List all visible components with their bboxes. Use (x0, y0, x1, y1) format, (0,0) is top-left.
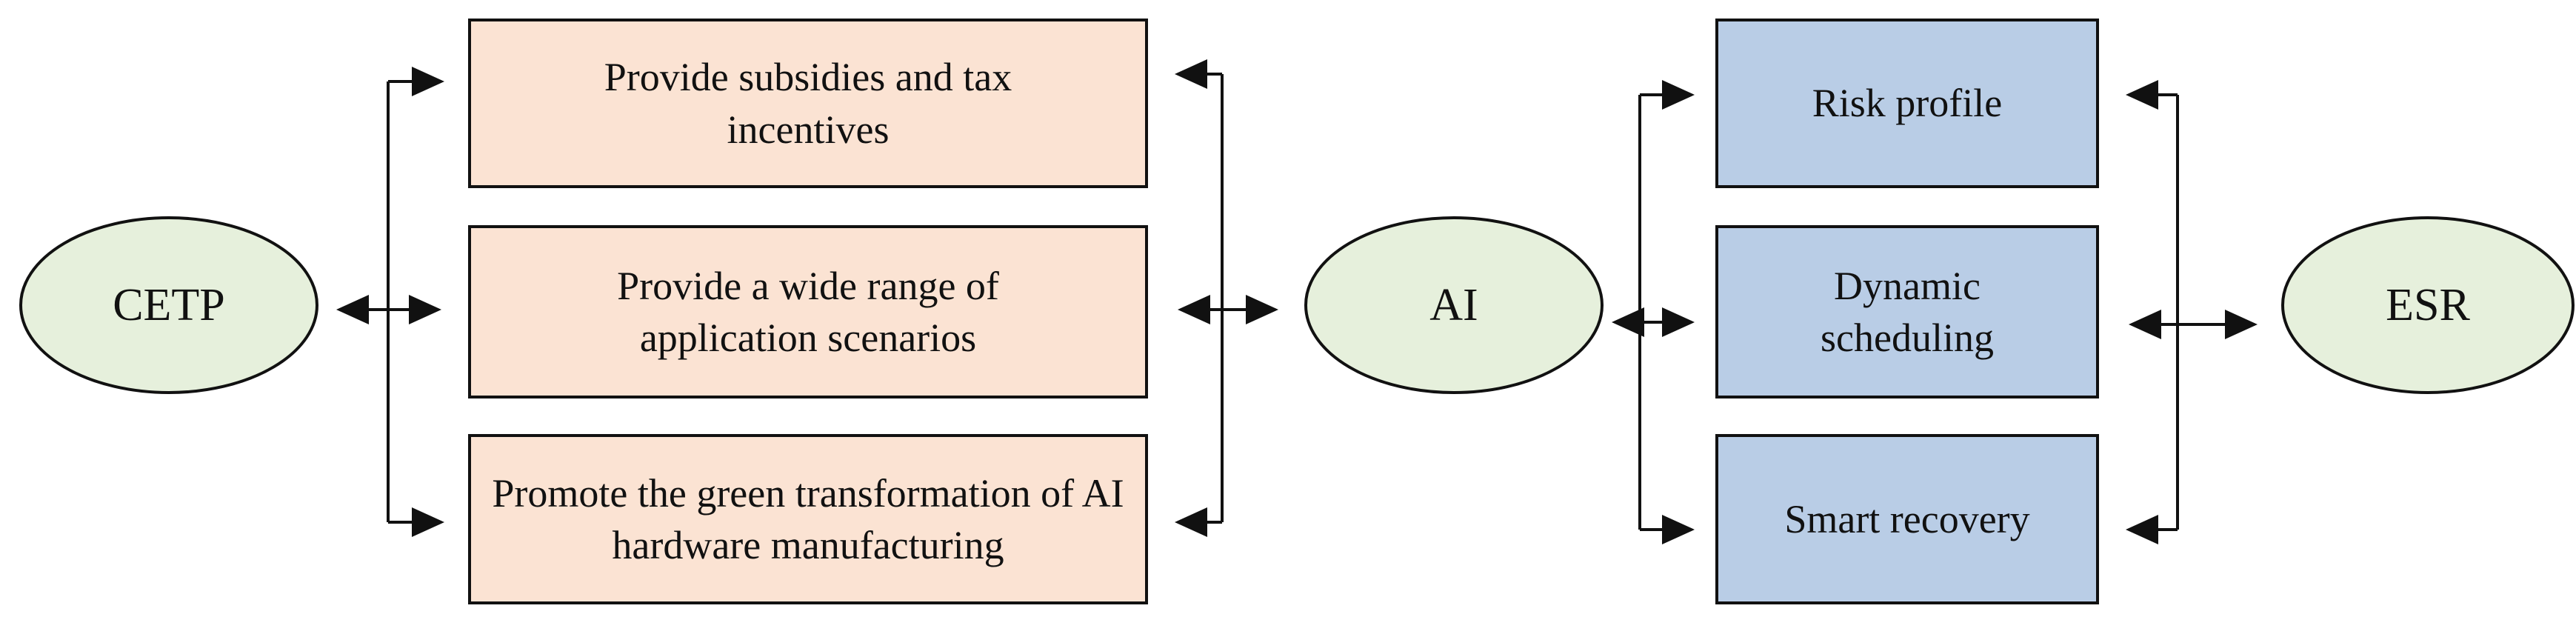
function-label-3: Smart recovery (1784, 496, 2030, 541)
cetp-label: CETP (113, 279, 225, 330)
policy-label-3: Promote the green transformation of AI h… (492, 470, 1124, 567)
policy-label-2: Provide a wide range of application scen… (617, 263, 999, 360)
policy-label-1: Provide subsidies and tax incentives (604, 55, 1012, 152)
function-box-3 (1715, 434, 2099, 604)
function-label-1: Risk profile (1812, 81, 2003, 126)
policy-box-1 (468, 19, 1148, 188)
cetp-policy-connector (336, 67, 444, 537)
ai-label: AI (1429, 279, 1478, 330)
function-box-2 (1715, 225, 2099, 398)
policy-box-3 (468, 434, 1148, 604)
function-esr-connector (2126, 80, 2258, 544)
function-label-2: Dynamic scheduling (1821, 263, 1994, 360)
function-box-1 (1715, 19, 2099, 188)
policy-box-2 (468, 225, 1148, 398)
esr-ellipse (2281, 216, 2575, 394)
ai-ellipse (1304, 216, 1604, 394)
policy-ai-connector (1175, 59, 1278, 537)
cetp-ellipse (19, 216, 318, 394)
esr-label: ESR (2386, 279, 2470, 330)
ai-function-connector (1612, 80, 1695, 544)
